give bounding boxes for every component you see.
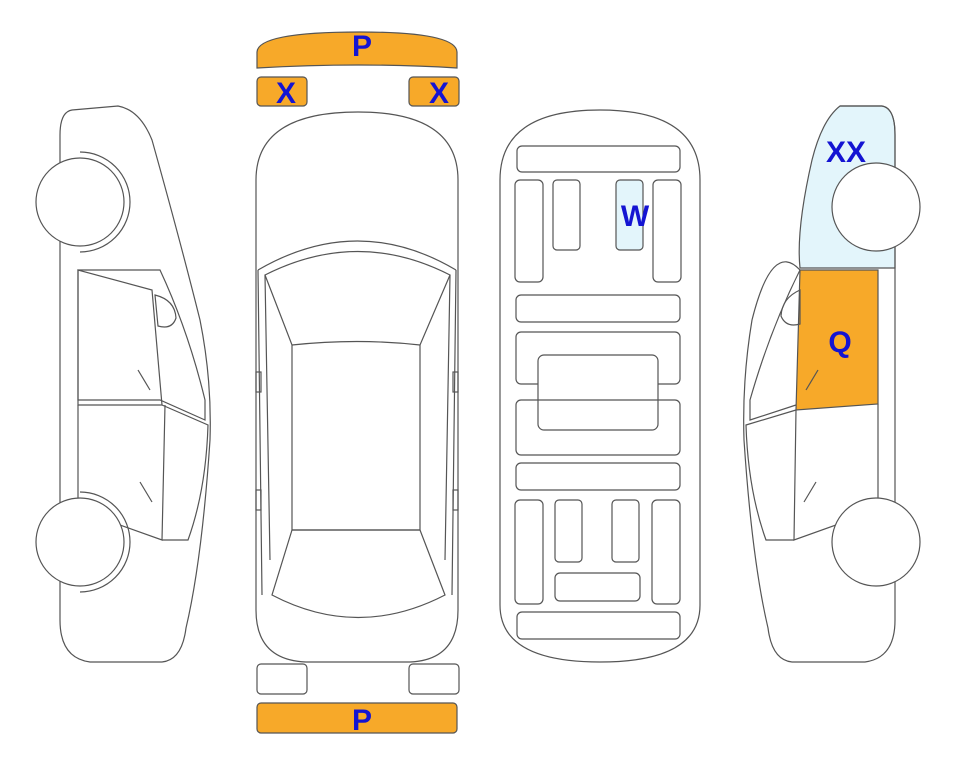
right-side-rear-wheel [831, 497, 921, 587]
left-side-mirror [154, 294, 177, 328]
interior-dashboard [516, 145, 681, 173]
interior-rear-bench [554, 572, 641, 602]
top-view-rear-window [271, 529, 446, 619]
left-side-front-wheel-arch [79, 151, 131, 253]
left-side-rear-window [161, 404, 209, 541]
car-top-view [255, 31, 460, 734]
car-left-side-view [35, 105, 211, 663]
top-view-right-pillar [444, 269, 457, 596]
right-side-mirror [780, 289, 801, 326]
interior-front-floor [515, 294, 681, 323]
interior-right-mid-panel [515, 399, 681, 456]
left-side-body-outline [59, 105, 211, 663]
interior-rear-seat-left [554, 499, 583, 563]
rear-bumper-label: P [352, 704, 372, 737]
top-view-mirror-left [255, 371, 262, 393]
interior-outline [499, 109, 701, 663]
interior-trunk [516, 611, 681, 640]
car-right-side-view [743, 105, 921, 663]
interior-seat-label: W [621, 200, 650, 233]
right-front-door[interactable] [795, 269, 879, 411]
car-interior-view [499, 109, 701, 663]
right-side-door-handle-front [805, 369, 819, 391]
headlight-left-label: X [276, 77, 296, 110]
top-view-left-pillar [257, 269, 271, 596]
front-bumper-label: P [352, 30, 372, 63]
top-view-handle-right [452, 489, 459, 511]
left-side-rear-wheel-arch [79, 491, 131, 593]
interior-front-right-door [652, 179, 682, 283]
left-side-windshield [77, 269, 206, 421]
interior-rear-right-door [651, 499, 681, 605]
taillight-left[interactable] [256, 663, 308, 695]
interior-passenger-seat[interactable] [615, 179, 644, 251]
headlight-right-label: X [429, 77, 449, 110]
interior-rear-floor [515, 462, 681, 491]
headlight-right[interactable] [408, 76, 460, 107]
interior-rear-seat-right [611, 499, 640, 563]
interior-rear-left-door [514, 499, 544, 605]
top-view-hood-line [257, 240, 457, 271]
top-view-roof [291, 345, 421, 531]
right-side-windshield [749, 269, 801, 421]
interior-center-console [537, 354, 659, 431]
interior-front-left-door [514, 179, 544, 283]
right-side-front-wheel [831, 162, 921, 252]
right-front-fender-label: XX [826, 136, 866, 169]
top-view-handle-left [255, 489, 262, 511]
right-side-body-outline [743, 105, 896, 663]
left-side-rear-wheel [35, 497, 125, 587]
right-side-door-handle-rear [803, 481, 817, 503]
left-side-front-door [77, 269, 163, 406]
taillight-right[interactable] [408, 663, 460, 695]
right-side-rear-window [745, 409, 797, 541]
headlight-left[interactable] [256, 76, 308, 107]
rear-bumper[interactable] [256, 702, 458, 734]
interior-driver-seat [552, 179, 581, 251]
left-side-door-handle-front [137, 369, 151, 391]
damage-labels: P X X W XX Q P [276, 30, 866, 737]
left-side-door-handle-rear [139, 481, 153, 503]
top-view-mirror-right [452, 371, 459, 393]
right-front-door-label: Q [828, 326, 851, 359]
top-view-windshield [264, 251, 451, 346]
left-side-front-wheel [35, 157, 125, 247]
front-bumper[interactable] [256, 31, 458, 69]
top-view-body-outline [255, 111, 459, 663]
